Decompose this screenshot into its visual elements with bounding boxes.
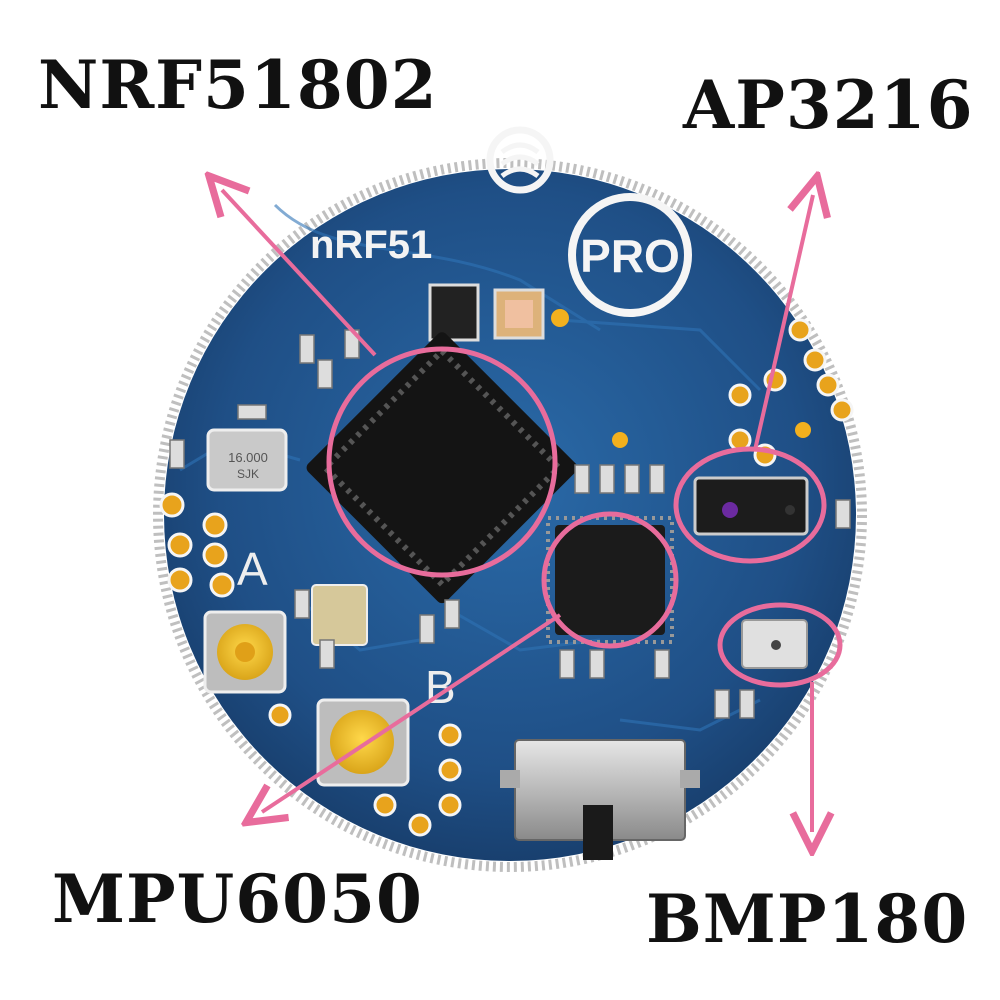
bmp180-sensor: [741, 619, 808, 669]
highlight-rings: [326, 346, 843, 688]
highlight-ap3216: [673, 446, 827, 564]
test-pad: [612, 432, 628, 448]
mpu6050-chip: [546, 516, 674, 644]
smd-passives: [169, 329, 851, 719]
gold-pads-right: [728, 318, 854, 467]
nrf51802-chip: [306, 332, 578, 604]
highlight-bmp180: [717, 602, 843, 688]
arrow-ap3216: [753, 195, 813, 451]
highlight-mpu6050: [541, 511, 679, 649]
callout-arrows: [222, 190, 813, 832]
power-slide-switch: [500, 739, 700, 860]
silkscreen-title: nRF51: [310, 223, 432, 267]
board-edge-teeth: [153, 158, 867, 872]
button-a-label: A: [237, 543, 268, 595]
test-pad: [795, 422, 811, 438]
pro-badge: PRO: [568, 193, 692, 317]
highlight-nrf51802: [326, 346, 558, 578]
crystal-oscillator: 16.000 SJK: [206, 428, 288, 492]
gold-pads-bottom: [268, 703, 462, 837]
label-nrf51802: NRF51802: [38, 46, 438, 124]
arrow-nrf51802: [222, 190, 377, 357]
button-a: [203, 610, 287, 694]
pro-badge-text: PRO: [580, 230, 680, 282]
top-smd-components: [428, 283, 569, 342]
gold-pads-left: [159, 492, 235, 598]
crystal-label-1: 16.000: [228, 450, 268, 465]
ap3216-sensor: [693, 476, 809, 536]
arrow-mpu6050: [262, 613, 562, 812]
crystal-label-2: SJK: [237, 467, 259, 481]
label-mpu6050: MPU6050: [52, 860, 423, 938]
crystal-32k: [311, 584, 368, 646]
button-b: [316, 698, 410, 787]
label-ap3216: AP3216: [683, 66, 974, 144]
label-bmp180: BMP180: [646, 880, 969, 958]
brand-logo: [486, 126, 554, 194]
